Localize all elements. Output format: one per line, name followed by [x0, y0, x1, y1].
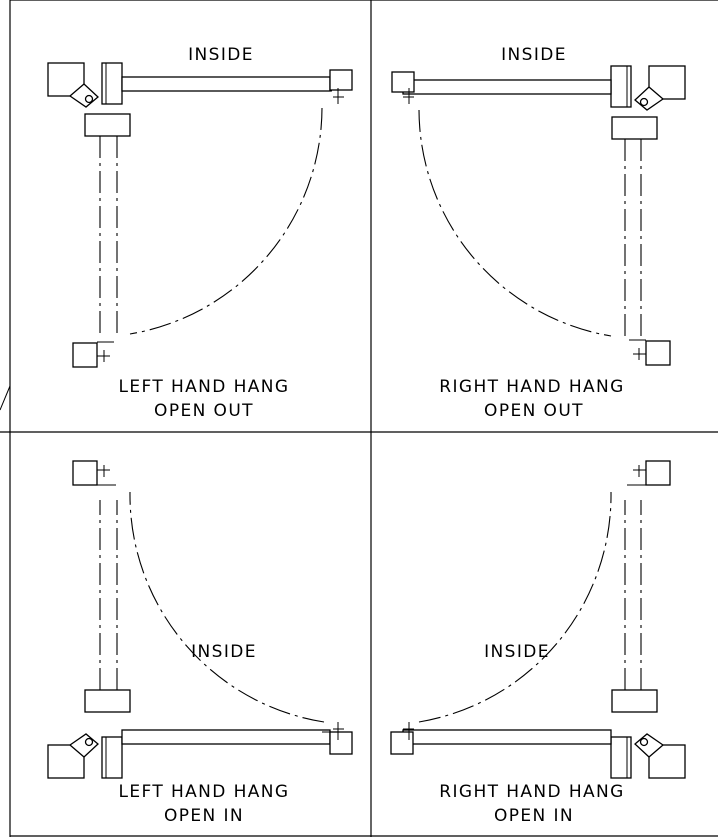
- latch-post-top: [627, 460, 671, 486]
- gate-leaf-closed: [402, 65, 632, 108]
- latch-post-top: [322, 69, 353, 104]
- opening-label: OPEN IN: [494, 806, 574, 826]
- swing-arc: [129, 107, 323, 335]
- swing-arc: [418, 109, 612, 337]
- hang-label: LEFT HAND HANG: [118, 782, 289, 802]
- gate-leaf-closed: [101, 729, 331, 779]
- inside-label: INSIDE: [191, 642, 257, 662]
- panel-right-hand-open-out: [391, 65, 686, 366]
- gate-leaf-closed: [101, 62, 331, 105]
- latch-post-bottom: [72, 341, 114, 368]
- inside-label: INSIDE: [484, 642, 550, 662]
- inside-label: INSIDE: [501, 45, 567, 65]
- latch-post-bottom: [322, 722, 353, 755]
- latch-post-bottom: [629, 339, 671, 366]
- hang-label: RIGHT HAND HANG: [439, 782, 625, 802]
- gate-leaf-open: [84, 500, 131, 713]
- gate-leaf-open: [611, 500, 658, 713]
- panel-left-hand-open-in: [47, 460, 353, 779]
- hinge-post-bottom: [47, 733, 99, 779]
- inside-label: INSIDE: [188, 45, 254, 65]
- hinge-post-top: [634, 65, 686, 111]
- hinge-post-top: [47, 62, 99, 108]
- panel-right-hand-open-in: [390, 460, 686, 779]
- gate-leaf-open: [611, 116, 658, 337]
- swing-arc: [129, 491, 325, 723]
- opening-label: OPEN OUT: [154, 401, 254, 421]
- panel-left-hand-open-out: INSIDE LEFT HAND HANG OPEN OUT: [47, 45, 353, 421]
- hang-label: RIGHT HAND HANG: [439, 377, 625, 397]
- hang-label: LEFT HAND HANG: [118, 377, 289, 397]
- swing-arc: [418, 491, 612, 723]
- latch-post-bottom: [390, 722, 414, 755]
- opening-label: OPEN OUT: [484, 401, 584, 421]
- opening-label: OPEN IN: [164, 806, 244, 826]
- latch-post-top: [391, 71, 415, 104]
- gate-leaf-open: [84, 113, 131, 334]
- hinge-post-bottom: [634, 733, 686, 779]
- latch-post-top: [72, 460, 116, 486]
- gate-leaf-closed: [402, 729, 632, 779]
